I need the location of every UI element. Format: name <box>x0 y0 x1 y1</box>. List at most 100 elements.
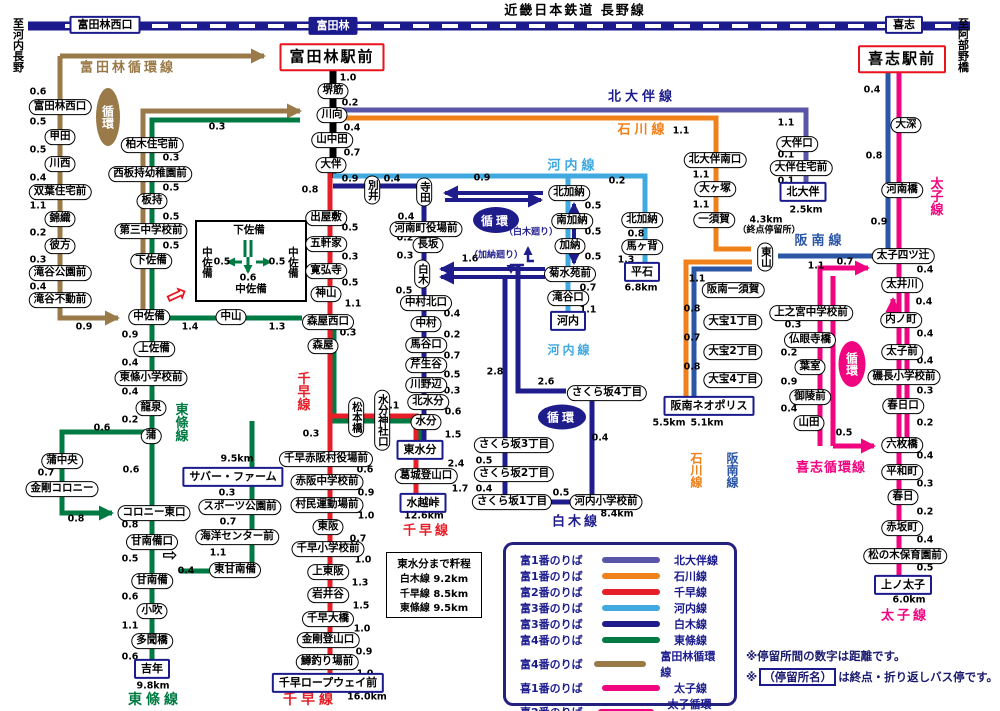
bus-stop: 大伴 <box>315 157 347 173</box>
loop-badge: 循環 <box>538 404 586 430</box>
distance-label: 1.1 <box>121 620 139 632</box>
distance-label: 0.2 <box>916 417 934 429</box>
legend-color-swatch <box>602 573 660 579</box>
distance-label: 1.1 <box>29 200 47 212</box>
distance-label: 8.4km <box>600 508 634 520</box>
station-front-stop: 喜志駅前 <box>857 45 947 73</box>
legend-route-name: 東條線 <box>674 634 707 647</box>
distance-label: 0.4 <box>916 328 934 340</box>
bus-stop: 河内小学校前 <box>569 494 643 510</box>
distance-label: 0.9 <box>870 216 888 228</box>
distance-label: 1.1 <box>692 199 710 211</box>
distance-label: 1.0 <box>339 72 357 84</box>
route-name-label: 阪南線 <box>725 452 739 488</box>
bus-stop: 別井 <box>364 175 380 205</box>
bus-stop: 彼方 <box>44 238 76 254</box>
legend-row: 富1番のりば北大伴線 <box>520 552 720 568</box>
distance-label: 0.5 <box>584 251 602 263</box>
distance-label: 5.5km <box>652 417 686 429</box>
bus-stop: 葛城登山口 <box>394 468 458 484</box>
shiraki-loop-sakura-top <box>515 266 566 394</box>
distance-label: 0.4 <box>443 308 461 320</box>
bus-stop: 甲田 <box>44 129 76 145</box>
bus-stop: 金剛コロニー <box>25 481 99 497</box>
note-terminals: ※（停留所名）は終点・折り返しバス停です。 <box>746 667 999 686</box>
bus-stop: 東甘南備 <box>209 562 261 578</box>
distance-label: 0.9 <box>341 173 359 185</box>
bus-stop: 森屋 <box>307 338 339 354</box>
distance-label: 0.9 <box>75 321 93 333</box>
distance-label: 0.3 <box>341 251 359 263</box>
distance-label: 1.1 <box>344 298 362 310</box>
distance-label: 0.2 <box>341 97 359 109</box>
route-name-label: 北大伴線 <box>607 89 677 105</box>
bus-stop: 上東阪 <box>307 564 349 580</box>
route-name-label: 至阿部野橋 <box>956 17 970 73</box>
distance-label: 0.8 <box>301 184 319 196</box>
terminal-stop: 平石 <box>624 261 660 283</box>
bus-stop: 滝谷口 <box>547 290 589 306</box>
distance-label: 0.4 <box>397 211 415 223</box>
bus-stop: 小吹 <box>136 603 168 619</box>
bus-stop: 太井川 <box>881 277 923 293</box>
page-title: 近畿日本鉄道 長野線 <box>504 3 646 19</box>
legend-platform-label: 富3番のりば <box>520 618 583 631</box>
bus-stop: 西板持幼稚園前 <box>108 166 192 182</box>
bus-stop: 赤坂町 <box>881 520 923 536</box>
bus-stop: スポーツ公園前 <box>198 499 282 515</box>
distance-label: 0.5 <box>475 455 493 467</box>
distance-label: 1.1 <box>777 117 795 129</box>
distance-label: 0.4 <box>916 534 934 546</box>
route-name-label: 河内線 <box>547 343 593 357</box>
distance-label: 0.5 <box>268 256 286 268</box>
terminal-stop: 北大伴 <box>779 181 827 203</box>
bus-stop: 中村北口 <box>400 295 452 311</box>
route-name-label: 阪南線 <box>794 233 846 249</box>
kanou-mawari-mini-arrow <box>506 263 524 274</box>
legend-route-name: 白木線 <box>674 618 707 631</box>
bus-stop: 柏木住宅前 <box>120 137 184 153</box>
bus-stop: 堺筋 <box>317 83 349 99</box>
bus-stop: 春日口 <box>882 398 924 414</box>
distance-label: 0.8 <box>627 228 645 240</box>
distance-label: 0.5 <box>213 256 231 268</box>
bus-stop: 松の木保育園前 <box>863 548 947 564</box>
legend-platform-label: 喜2番のりば <box>520 704 598 711</box>
legend-row: 富1番のりば石川線 <box>520 568 720 584</box>
bus-stop: 六枚橋 <box>881 437 923 453</box>
distance-label: 0.2 <box>29 227 47 239</box>
legend-route-name: 千早線 <box>674 586 707 599</box>
hannan-line-neopolis <box>691 266 752 400</box>
legend-row: 富4番のりば東條線 <box>520 632 720 648</box>
legend-color-swatch <box>602 621 660 627</box>
bus-stop: 錦織 <box>44 211 76 227</box>
bus-stop: 森屋西口 <box>302 314 354 330</box>
loop-badge: 循環 <box>838 341 866 387</box>
legend-row: 喜1番のりば太子線 <box>520 680 720 696</box>
distance-label: 0.5 <box>443 369 461 381</box>
distance-label: 0.3 <box>784 319 802 331</box>
bus-stop: 山田 <box>793 415 825 431</box>
bus-stop: 五軒家 <box>305 236 347 252</box>
distance-label: 0.9 <box>357 487 375 499</box>
distance-label: 0.7 <box>836 256 854 268</box>
bus-stop: 松本橋 <box>348 397 364 437</box>
legend-route-name: 石川線 <box>674 570 707 583</box>
bus-stop: 南加納 <box>551 213 593 229</box>
distance-label: 0.4 <box>121 357 139 369</box>
bus-stop: 多聞橋 <box>131 633 173 649</box>
legend-color-swatch <box>602 605 660 611</box>
distance-label: 2.6 <box>537 376 555 388</box>
bus-stop: 富田林西口 <box>28 99 92 115</box>
distance-label: 1.0 <box>354 554 372 566</box>
distance-label: 1.5 <box>444 429 462 441</box>
distance-label: 0.3 <box>443 385 461 397</box>
bus-stop: 出屋敷 <box>305 210 347 226</box>
distance-label: 0.4 <box>343 122 361 134</box>
inset-stop-label: 中佐備 <box>235 283 267 296</box>
legend-row: 富4番のりば富田林循環線 <box>520 648 720 680</box>
legend-route-name: 富田林循環線 <box>660 650 716 679</box>
railway-station: 喜志 <box>885 15 923 35</box>
bus-stop: さくら坂4丁目 <box>566 385 648 401</box>
